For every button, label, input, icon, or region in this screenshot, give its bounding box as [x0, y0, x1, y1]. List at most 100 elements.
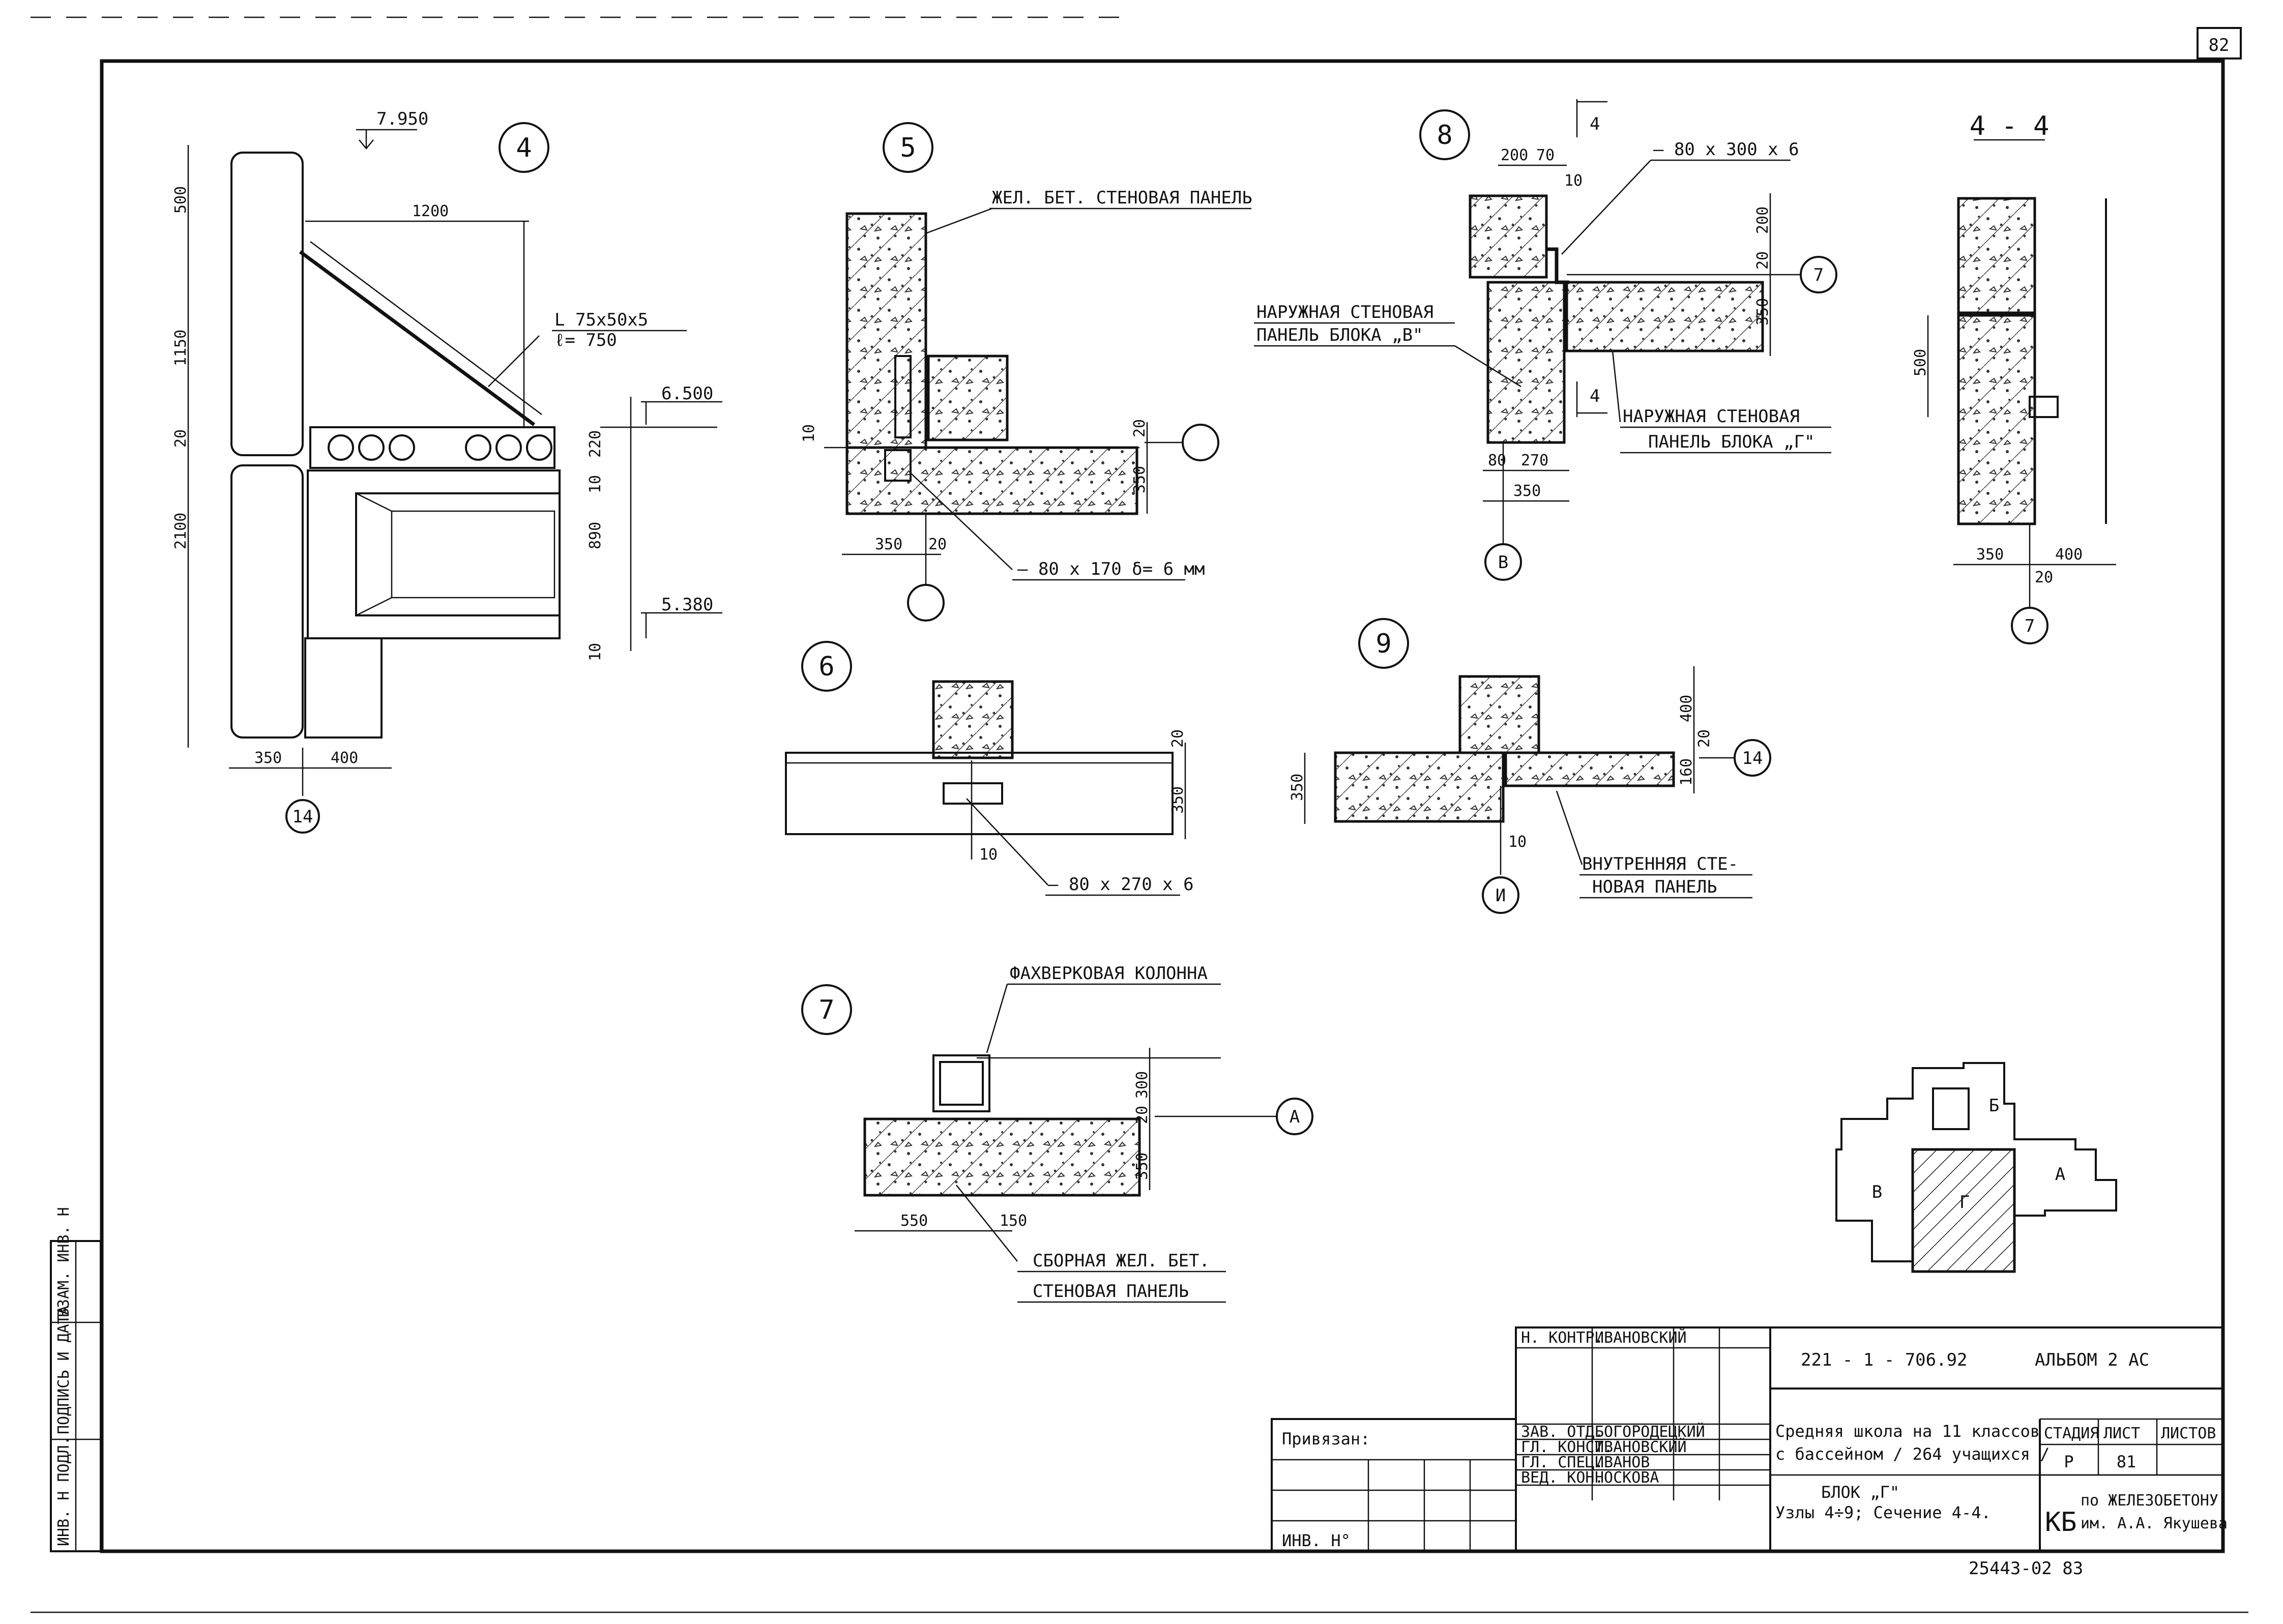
n9-axis-i: И	[1496, 885, 1506, 906]
section-4-4: 4 - 4 500 350 400 20 7	[1912, 111, 2116, 644]
footer-number: 25443-02 83	[1969, 1558, 2083, 1579]
axis-14-marker	[285, 799, 320, 834]
n4-dim-890: 890	[587, 522, 604, 549]
n8-panel-block-g	[1565, 281, 1764, 352]
n4-dim-350: 350	[254, 749, 282, 767]
tb-inv-label: ИНВ. Н°	[1282, 1531, 1351, 1550]
n8-panel-block-b	[1486, 281, 1566, 444]
tb-sheet-header: ЛИСТ	[2103, 1425, 2140, 1442]
n9-dim-20: 20	[1695, 729, 1713, 748]
side-stamp: ИНВ. Н ПОДЛ. ПОДПИСЬ И ДАТА ВЗАМ. ИНВ. Н	[50, 1207, 102, 1552]
n8-left-label-1: НАРУЖНАЯ СТЕНОВАЯ	[1256, 302, 1433, 322]
stamp-replace: ВЗАМ. ИНВ. Н	[55, 1207, 73, 1317]
n9-dim-350: 350	[1289, 774, 1306, 801]
n4-dim-400: 400	[331, 749, 358, 767]
n7-wall-panel	[863, 1117, 1141, 1197]
n8-dim-350: 350	[1513, 482, 1541, 500]
n5-dim-350a: 350	[1131, 466, 1149, 493]
node-9-number: 9	[1375, 629, 1391, 659]
n6-column-block	[932, 680, 1014, 759]
n8-dim-r200: 200	[1754, 206, 1772, 234]
title-block: Н. КОНТР. ИВАНОВСКИЙ ЗАВ. ОТД. БОГОРОДЕЦ…	[1271, 1326, 2228, 1552]
stamp-signature: ПОДПИСЬ И ДАТА	[55, 1306, 73, 1434]
sheet-number-box	[2197, 27, 2242, 60]
n5-dim-20b: 20	[928, 536, 947, 553]
n4-dim-20: 20	[172, 429, 190, 448]
key-plan-g: Г	[1959, 1192, 1970, 1213]
n7-dim-550: 550	[900, 1212, 928, 1230]
tb-role-2: ГЛ. КОНСТ.	[1521, 1438, 1613, 1456]
tb-org-2: им. А.А. Якушева	[2081, 1515, 2228, 1532]
tb-role-1: ЗАВ. ОТД.	[1521, 1423, 1604, 1441]
n7-column-label: ФАХВЕРКОВАЯ КОЛОННА	[1010, 963, 1208, 984]
n8-upper-block	[1469, 194, 1548, 279]
n4-dim-220: 220	[587, 430, 604, 458]
n8-axis-b: В	[1498, 552, 1508, 573]
tb-role-4: ВЕД. КОН.	[1521, 1469, 1604, 1487]
tb-name-2: ИВАНОВСКИЙ	[1595, 1438, 1687, 1456]
s44-dim-400: 400	[2055, 546, 2083, 564]
n6-dim-10: 10	[979, 846, 998, 864]
s44-dim-20: 20	[2035, 569, 2053, 586]
n6-floor-panel	[785, 752, 1174, 835]
n4-elev-mid: 6.500	[661, 383, 713, 404]
key-plan-b: Б	[1989, 1096, 1999, 1116]
key-plan-block-g	[1911, 1148, 2016, 1273]
n4-dim-1150: 1150	[172, 330, 190, 366]
n7-panel-label-1: СБОРНАЯ ЖЕЛ. БЕТ.	[1033, 1251, 1210, 1271]
node-4: 4 7.950 500 1150 20 2100 1200 L 75x50x5 …	[172, 109, 722, 834]
n4-elev-low: 5.380	[661, 595, 713, 615]
n8-plate-label: – 80 x 300 x 6	[1653, 139, 1799, 160]
tb-stage-header: СТАДИЯ	[2044, 1425, 2099, 1442]
s44-lower-panel	[1957, 314, 2036, 525]
tb-role-0: Н. КОНТР.	[1521, 1329, 1604, 1347]
node-7: 7 ФАХВЕРКОВАЯ КОЛОННА 300 20 350 А 550 1…	[801, 963, 1313, 1303]
n7-panel-label-2: СТЕНОВАЯ ПАНЕЛЬ	[1033, 1281, 1189, 1302]
s44-dim-350: 350	[1976, 546, 2004, 564]
node-6-number: 6	[818, 652, 834, 682]
n8-dim-10: 10	[1564, 172, 1583, 190]
tb-description-2: с бассейном / 264 учащихся /	[1775, 1444, 2050, 1464]
n8-dim-r20: 20	[1754, 251, 1772, 270]
node-7-number: 7	[818, 995, 834, 1025]
s44-axis: 7	[2025, 616, 2035, 636]
tb-description-4: Узлы 4÷9; Сечение 4-4.	[1775, 1503, 1991, 1522]
n8-cut-bottom: 4	[1590, 386, 1600, 406]
node-5-number: 5	[900, 133, 916, 163]
node-8-number: 8	[1437, 120, 1452, 151]
n4-dim-10b: 10	[587, 643, 604, 661]
n9-label-1: ВНУТРЕННЯЯ СТЕ-	[1582, 854, 1738, 874]
node-5: 5 ЖЕЛ. БЕТ. СТЕНОВАЯ ПАНЕЛЬ 20 350 10 35…	[800, 122, 1252, 622]
tb-sheet: 81	[2117, 1452, 2136, 1471]
n5-column-block	[927, 355, 1009, 441]
tb-name-4: НОСКОВА	[1595, 1469, 1659, 1487]
tb-description-3: БЛОК „Г"	[1821, 1483, 1899, 1502]
key-plan-a: А	[2055, 1164, 2065, 1185]
n7-dim-300: 300	[1133, 1071, 1151, 1099]
n8-dim-200: 200	[1501, 146, 1528, 164]
n5-plate-label: – 80 x 170 δ= 6 мм	[1017, 559, 1205, 579]
tb-name-1: БОГОРОДЕЦКИЙ	[1595, 1423, 1705, 1441]
node-9: 9 400 20 160 350 14 10 И ВНУТРЕННЯЯ СТЕ-…	[1289, 618, 1771, 914]
hollow-core-slab	[309, 426, 555, 469]
n4-dim-2100: 2100	[172, 513, 190, 549]
key-plan-v: В	[1872, 1182, 1882, 1202]
node-4-number: 4	[516, 133, 532, 163]
n8-cut-top: 4	[1590, 114, 1600, 134]
node-6: 6 20 350 10 – 80 x 270 x 6	[785, 641, 1194, 896]
node-4-marker	[499, 122, 549, 173]
tb-sheets-header: ЛИСТОВ	[2161, 1425, 2216, 1442]
tb-description-1: Средняя школа на 11 классов	[1775, 1422, 2040, 1441]
n8-dim-270: 270	[1521, 452, 1548, 469]
n6-dim-350: 350	[1169, 786, 1187, 814]
n7-dim-20: 20	[1133, 1106, 1151, 1124]
n9-left-panel	[1334, 751, 1505, 823]
n6-plate-label: – 80 x 270 x 6	[1048, 874, 1194, 895]
n7-dim-350: 350	[1133, 1153, 1151, 1180]
steel-angle-brace	[299, 250, 536, 426]
tb-role-3: ГЛ. СПЕЦ.	[1521, 1454, 1604, 1471]
n9-axis-14: 14	[1742, 748, 1763, 769]
n9-dim-400: 400	[1678, 695, 1695, 722]
